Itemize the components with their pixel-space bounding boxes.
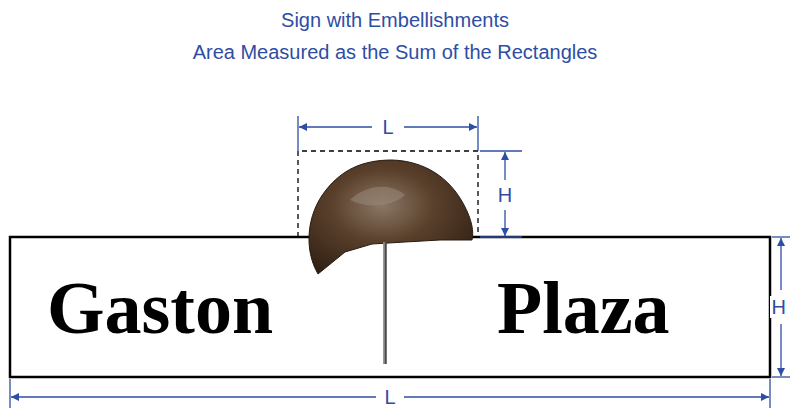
dimension-line — [404, 126, 477, 127]
sign-lettering: Gaston — [47, 271, 273, 345]
sign-lettering: Plaza — [497, 271, 670, 345]
dimension-label: L — [382, 386, 397, 408]
extension-line — [772, 236, 790, 237]
dimension-label: H — [770, 296, 788, 318]
embellishment-dome — [309, 160, 473, 274]
dimension-line — [780, 324, 781, 376]
extension-line — [769, 379, 770, 408]
diagram-subtitle: Area Measured as the Sum of the Rectangl… — [193, 41, 598, 63]
extension-line — [480, 150, 522, 151]
extension-line — [772, 376, 790, 377]
sign-outline — [10, 237, 770, 377]
dimension-line — [11, 396, 376, 397]
diagram-title: Sign with Embellishments — [281, 9, 509, 31]
dimension-line — [404, 396, 769, 397]
dimension-line — [504, 210, 505, 236]
sign-panel: Gaston Plaza — [10, 237, 770, 377]
dimension-label: L — [380, 116, 395, 138]
dimension-line — [780, 238, 781, 290]
dimension-line — [299, 126, 372, 127]
dimension-line — [504, 152, 505, 180]
extension-line — [477, 116, 478, 151]
pole-highlight — [384, 242, 385, 364]
extension-line — [9, 379, 10, 408]
dome-highlight — [350, 187, 405, 206]
extension-line — [297, 116, 298, 151]
extension-line — [480, 236, 522, 237]
pole — [383, 242, 387, 364]
dimension-label: H — [496, 184, 514, 206]
